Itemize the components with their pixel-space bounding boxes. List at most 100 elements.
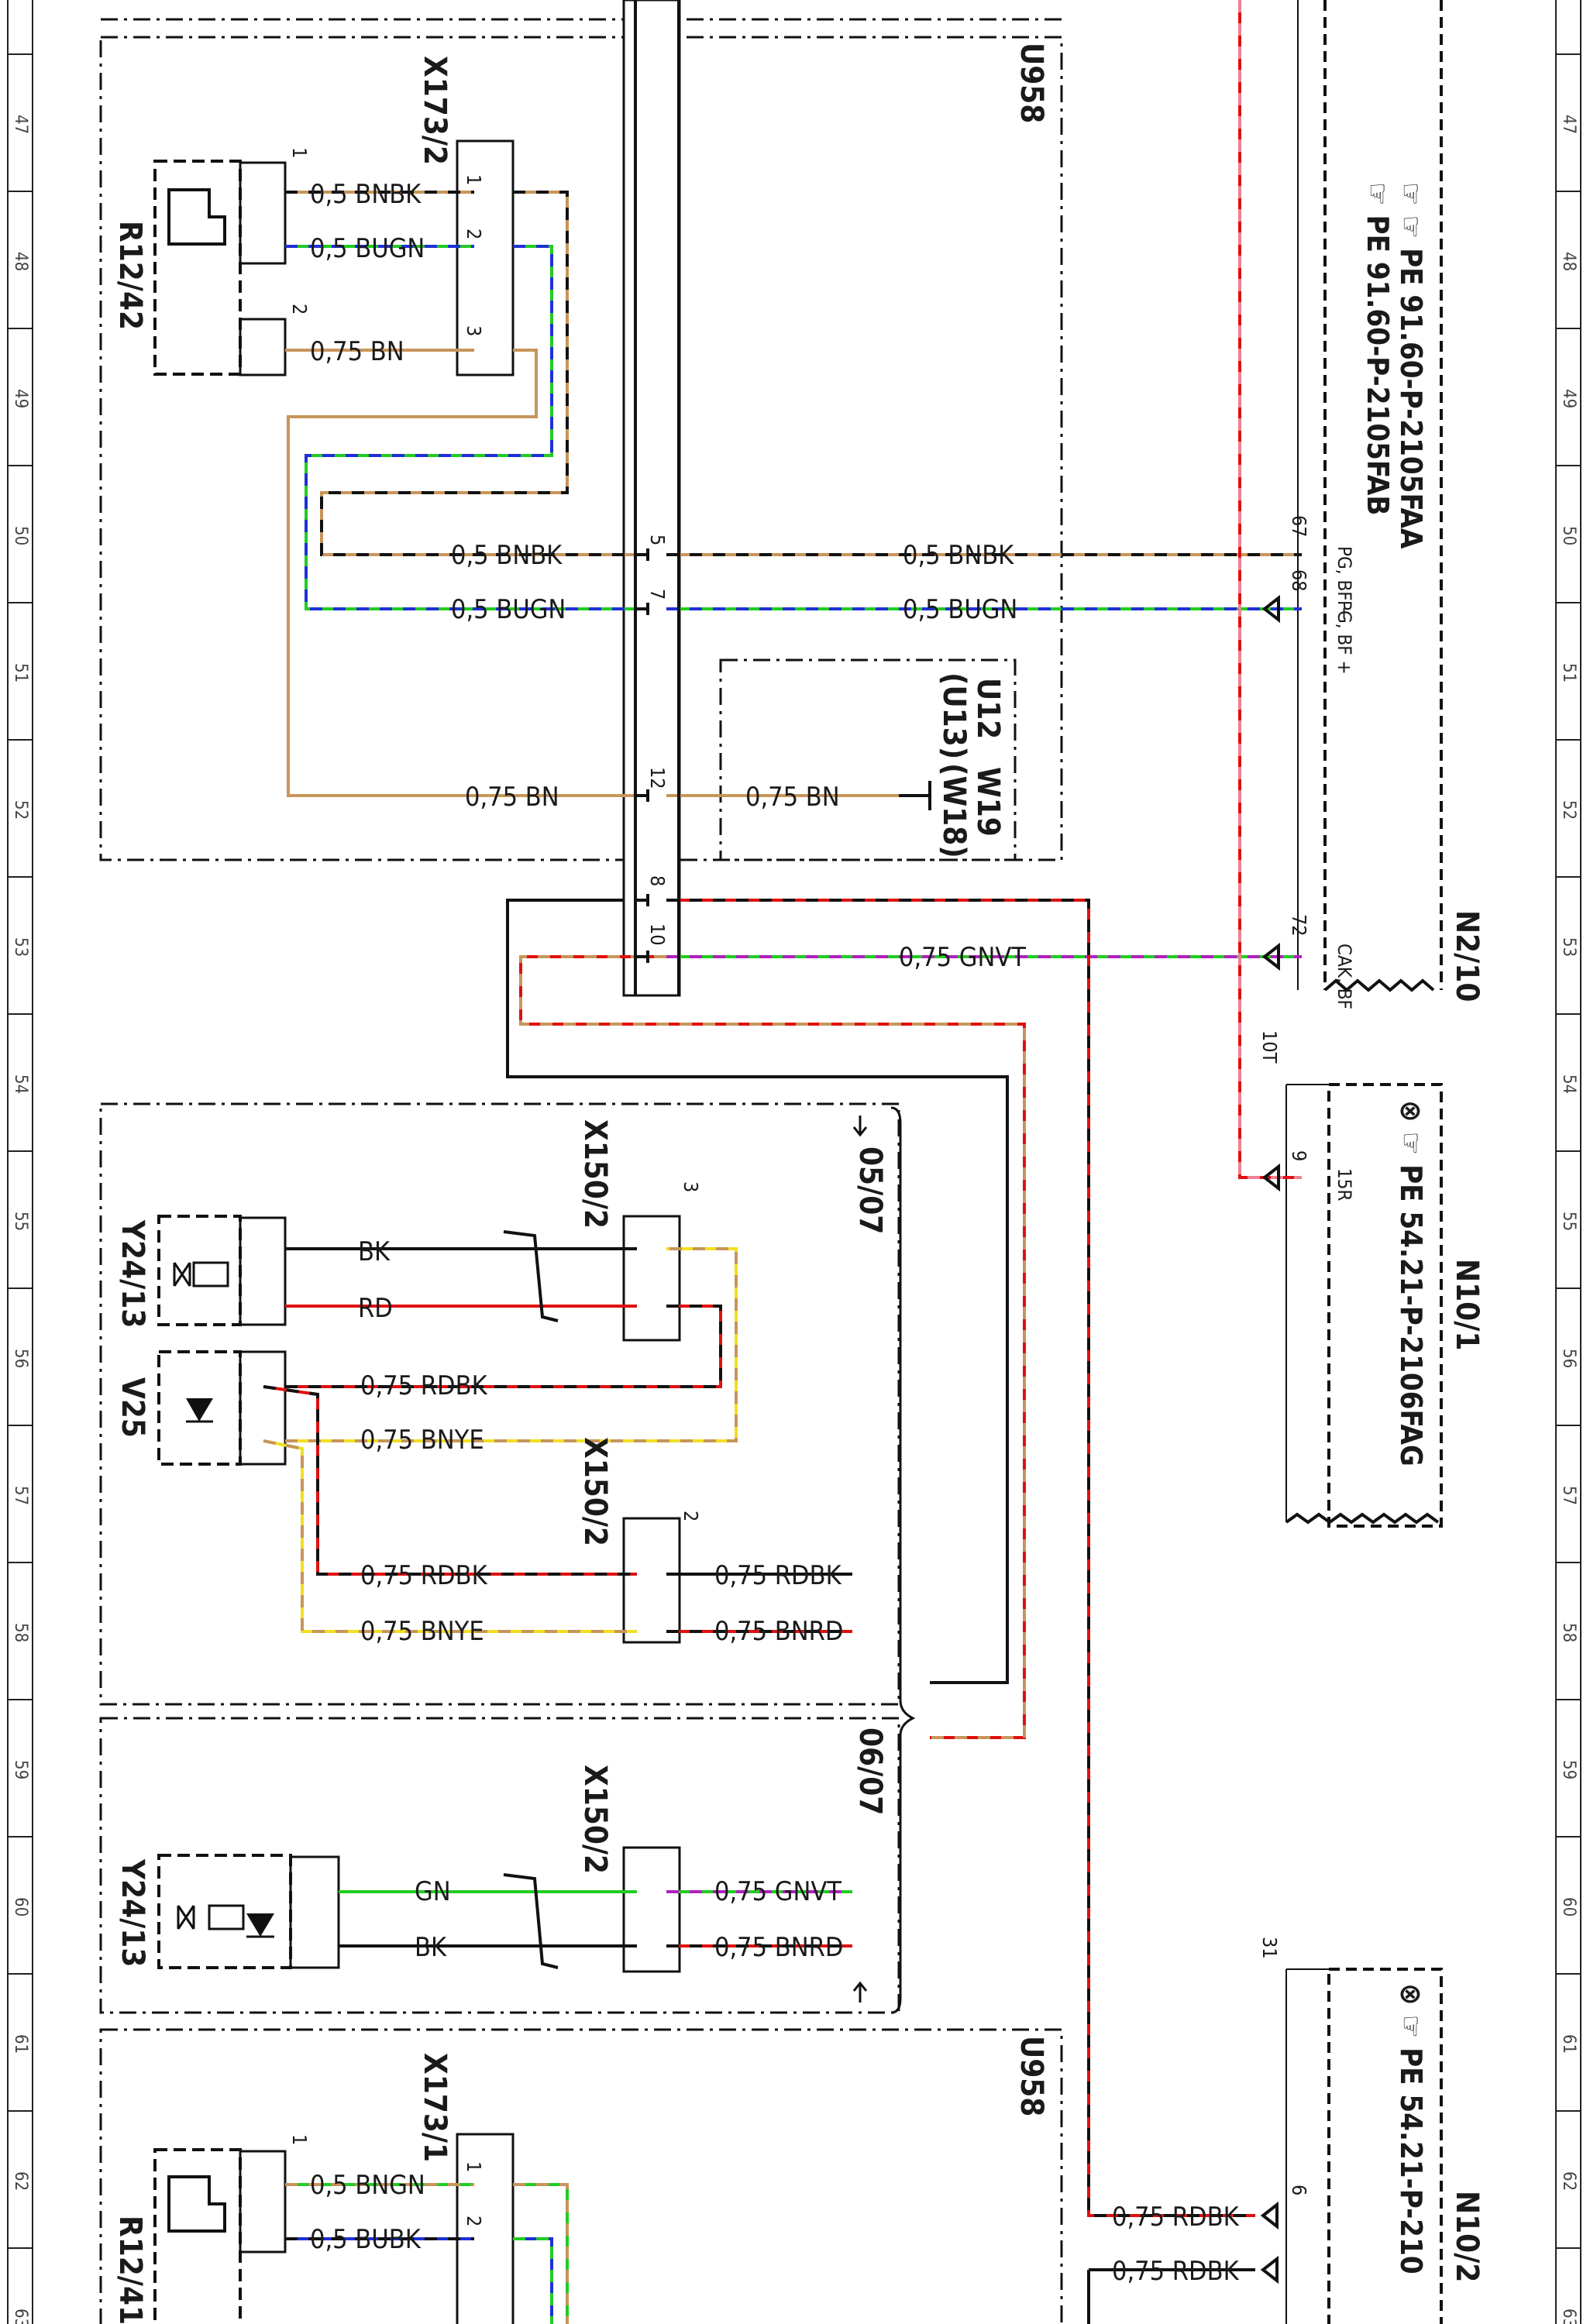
wire-label-rdbk-e: 0,75 RDBK xyxy=(1112,2256,1240,2287)
x150-2-connector-c xyxy=(622,1846,681,1973)
wire xyxy=(899,781,931,810)
n10-1-box xyxy=(1327,1083,1443,1528)
pin-label-10t: 10T xyxy=(1258,1030,1281,1064)
wire-label-bnbk-c: 0,5 BNBK xyxy=(903,540,1014,571)
wire-stripe xyxy=(513,2183,569,2324)
component-label-x150-2-c: X150/2 xyxy=(577,1765,613,1874)
wire xyxy=(506,899,1009,1684)
wire-label-bnye-a: 0,75 BNYE xyxy=(360,1425,484,1456)
module-0507-box xyxy=(99,1102,900,1706)
pin-number: 12 xyxy=(646,767,669,789)
pin-number: 68 xyxy=(1288,569,1310,592)
ruler-mark-left: 50 xyxy=(11,526,30,545)
ruler-mark-right: 61 xyxy=(1559,2034,1578,2054)
wire xyxy=(637,548,649,561)
doc-ref-n10-1: ⊗ ☞ PE 54.21-P-2106FAG xyxy=(1394,1100,1428,1466)
wire-label-bubk-a: 0,5 BUBK xyxy=(310,2224,422,2255)
wire-label-bn-c: 0,75 BN xyxy=(745,782,840,813)
wire-label-gnvt-a: 0,75 GNVT xyxy=(899,942,1026,973)
module-label-u12: U12 xyxy=(970,678,1006,739)
ruler-mark-right: 59 xyxy=(1559,1760,1578,1779)
wire xyxy=(287,349,637,797)
wire-label-bugn-a: 0,5 BUGN xyxy=(310,233,425,264)
ruler-mark-left: 60 xyxy=(11,1897,30,1917)
wire xyxy=(1261,594,1280,624)
n10-2-box xyxy=(1327,1968,1443,2324)
ruler-mark-left: 47 xyxy=(11,115,30,134)
hand-icon: ☞ ☞ xyxy=(1394,182,1428,248)
wire xyxy=(637,951,649,963)
ruler-mark-right: 60 xyxy=(1559,1897,1578,1917)
pin-number: 72 xyxy=(1288,914,1310,937)
wire-label-bn-b: 0,75 BN xyxy=(465,782,559,813)
ruler-mark-left: 52 xyxy=(11,800,30,820)
ruler-mark-left: 55 xyxy=(11,1212,30,1231)
component-label-x150-2-b: X150/2 xyxy=(577,1437,613,1546)
ruler-mark-left: 61 xyxy=(11,2034,30,2054)
wire-stripe xyxy=(305,245,637,610)
pin-number: 3 xyxy=(463,325,485,336)
wires xyxy=(263,0,1302,2324)
component-label-y24-13-a: Y24/13 xyxy=(115,1219,150,1328)
y24-13-valve-symbol-b xyxy=(157,1854,340,1969)
component-label-r12-42: R12/42 xyxy=(112,221,148,330)
ruler-mark-left: 54 xyxy=(11,1074,30,1094)
wire-label-bugn-b: 0,5 BUGN xyxy=(451,594,566,625)
doc-ref-n2-10-b: ☞ PE 91.60-P-2105FAB xyxy=(1361,182,1395,515)
ruler-mark-right: 63 xyxy=(1559,2309,1578,2324)
pin-label-pg-bf-minus: PG, BF − xyxy=(1334,546,1355,621)
module-label-w18: (W18) xyxy=(936,763,972,858)
wire xyxy=(320,191,637,556)
component-label-x173-2: X173/2 xyxy=(417,56,453,165)
wire-label-bk-a: BK xyxy=(358,1236,391,1267)
u958-top-box xyxy=(99,36,1063,861)
ruler-mark-right: 53 xyxy=(1559,937,1578,957)
wire-stripe xyxy=(666,899,1255,2217)
wire-label-bk-b: BK xyxy=(415,1932,447,1963)
ruler-mark-right: 50 xyxy=(1559,526,1578,545)
wire-stripe xyxy=(1238,0,1302,1179)
wire-label-bugn-c: 0,5 BUGN xyxy=(903,594,1017,625)
component-label-x150-2-a: X150/2 xyxy=(577,1119,613,1229)
component-label-y24-13-b: Y24/13 xyxy=(115,1858,150,1967)
wire xyxy=(1260,2255,1279,2284)
module-label-u958-bottom: U958 xyxy=(1014,2036,1049,2116)
ruler-mark-right: 58 xyxy=(1559,1623,1578,1642)
wire-stripe xyxy=(513,2237,553,2324)
wire xyxy=(637,603,649,615)
pin-label-pg-bf-plus: PG, BF + xyxy=(1334,600,1355,675)
wire-label-rdbk-b: 0,75 RDBK xyxy=(360,1560,488,1591)
x173-1-connector xyxy=(456,2133,515,2324)
ruler-mark-right: 49 xyxy=(1559,389,1578,408)
ruler-mark-left: 49 xyxy=(11,389,30,408)
pin-label-cak-bf: CAK, BF xyxy=(1334,944,1355,1009)
ruler-mark-right: 52 xyxy=(1559,800,1578,820)
wire-label-rdbk-d: 0,75 RDBK xyxy=(1112,2202,1240,2233)
wire xyxy=(513,2183,569,2324)
wire-stripe xyxy=(285,1305,722,1388)
doc-ref-n10-2: ⊗ ☞ PE 54.21-P-210 xyxy=(1394,1983,1428,2274)
pin-number: 5 xyxy=(646,535,669,545)
wire-label-gnvt-b: 0,75 GNVT xyxy=(714,1876,841,1907)
wire xyxy=(1260,2201,1279,2230)
ruler-mark-right: 56 xyxy=(1559,1349,1578,1368)
ruler-mark-right: 54 xyxy=(1559,1074,1578,1094)
pin-number: 2 xyxy=(680,1511,702,1521)
transistor-icon: ⊗ ☞ xyxy=(1394,1100,1428,1164)
main-harness-connector xyxy=(622,0,681,997)
pin-number: 7 xyxy=(646,589,669,600)
wire xyxy=(666,899,1255,2217)
wire-stripe xyxy=(263,1385,637,1576)
ruler-mark-left: 56 xyxy=(11,1349,30,1368)
wire-label-rdbk-a: 0,75 RDBK xyxy=(360,1370,488,1401)
x150-2-connector-a xyxy=(622,1215,681,1342)
x150-2-connector-b xyxy=(622,1517,681,1644)
ruler-mark-right: 55 xyxy=(1559,1212,1578,1231)
wire xyxy=(503,1230,559,1322)
wire-label-gn-a: GN xyxy=(415,1876,451,1907)
ruler-mark-left: 59 xyxy=(11,1760,30,1779)
component-label-n10-1: N10/1 xyxy=(1449,1259,1485,1350)
component-label-n10-2: N10/2 xyxy=(1449,2191,1485,2282)
component-label-x173-1: X173/1 xyxy=(417,2053,453,2162)
